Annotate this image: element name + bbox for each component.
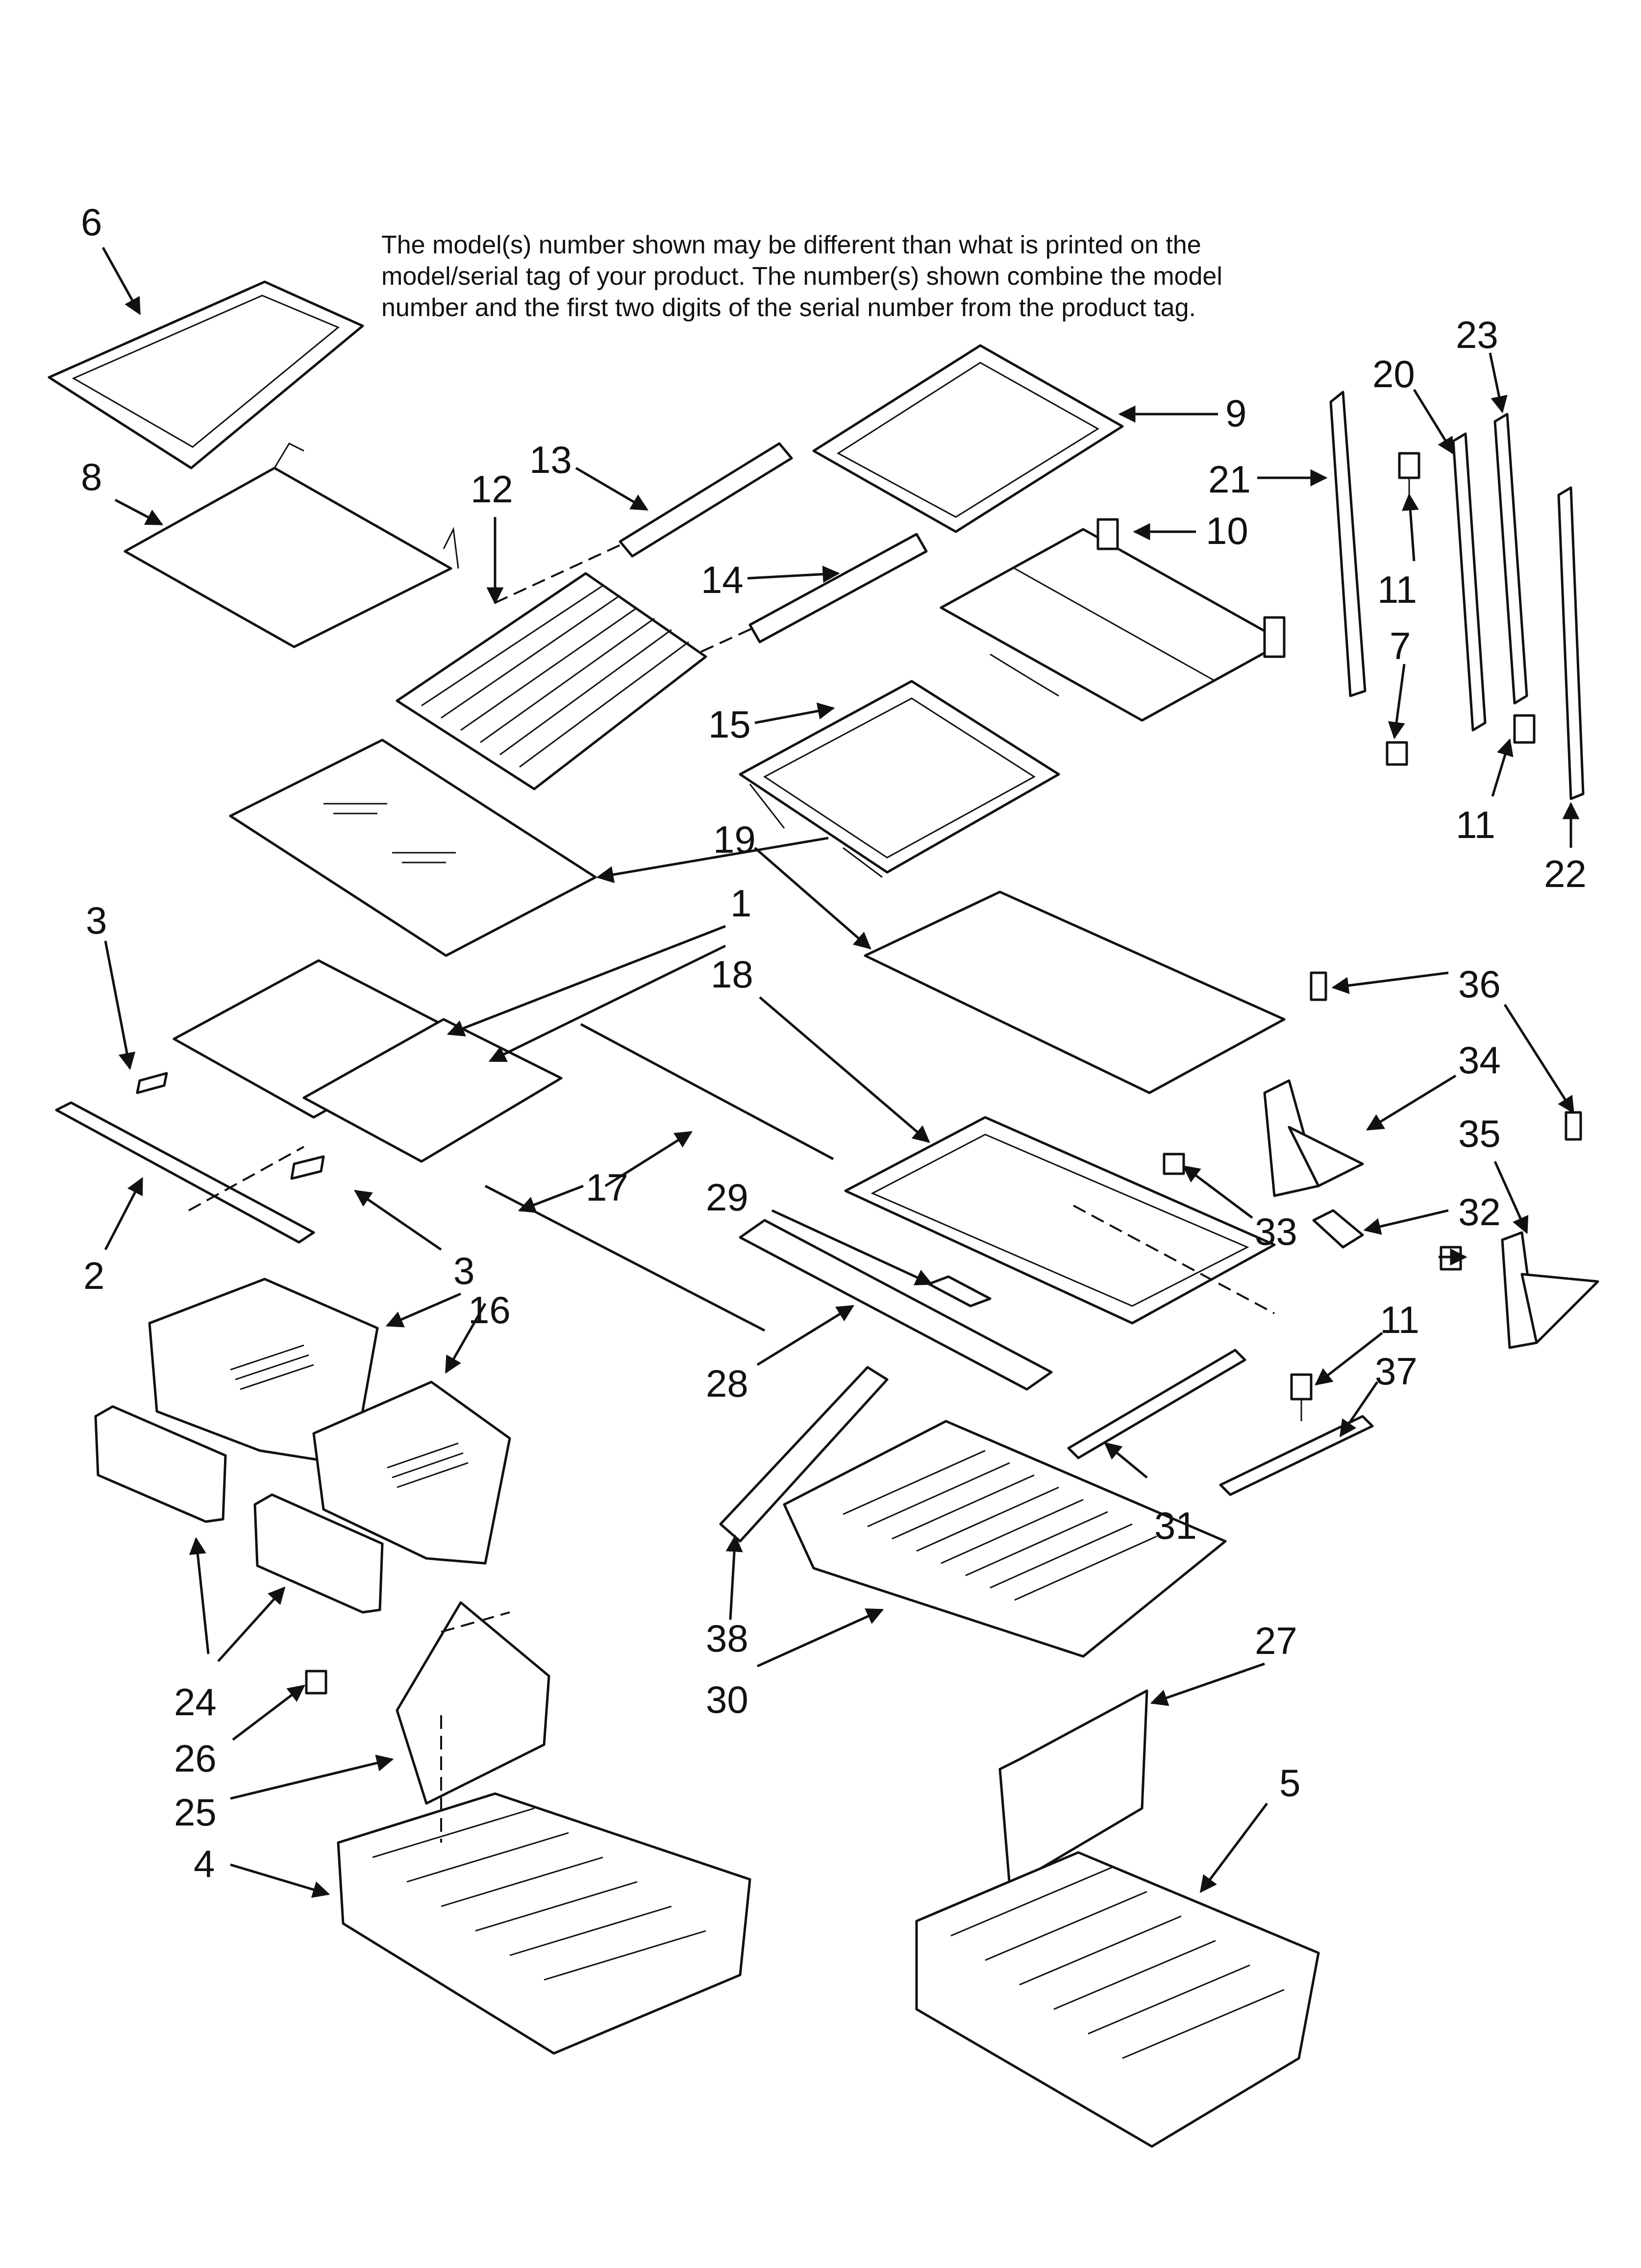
part-22-upright (1557, 486, 1585, 800)
part-36-clip-lower (1565, 1111, 1582, 1141)
callout-25: 25 (174, 1791, 217, 1834)
callout-22: 22 (1544, 852, 1587, 895)
callout-21: 21 (1208, 458, 1251, 501)
note-line-2: model/serial tag of your product. The nu… (381, 262, 1222, 291)
callout-11: 11 (1377, 568, 1417, 611)
part-27-divider (998, 1689, 1148, 1888)
note-line-3: number and the first two digits of the s… (381, 294, 1196, 322)
part-5-wire-basket (915, 1851, 1320, 2148)
part-1-crisper-cover (173, 959, 563, 1163)
callout-27: 27 (1255, 1619, 1297, 1662)
model-number-note: The model(s) number shown may be differe… (381, 229, 1460, 323)
part-24-handle-left (94, 1405, 227, 1523)
part-25-divider (396, 1601, 550, 1805)
callout-3: 3 (86, 899, 107, 942)
part-16-crisper-bin-right (312, 1381, 511, 1565)
callout-3: 3 (453, 1249, 474, 1292)
callout-5: 5 (1279, 1761, 1300, 1804)
callout-32: 32 (1458, 1190, 1501, 1233)
callout-31: 31 (1154, 1504, 1197, 1547)
part-34-bracket (1263, 1079, 1364, 1197)
leader-arrows (101, 247, 1580, 1898)
callout-18: 18 (711, 953, 753, 996)
callout-35: 35 (1458, 1112, 1501, 1155)
part-6-glass-shelf (48, 280, 364, 469)
part-12-wine-rack (396, 572, 707, 790)
part-10-shelf-frame (940, 518, 1286, 722)
part-11-screw-bottom (1290, 1373, 1313, 1421)
callout-28: 28 (706, 1362, 748, 1405)
callout-17: 17 (586, 1166, 628, 1209)
callout-2: 2 (83, 1254, 104, 1297)
part-19-glass-shelf-right (864, 890, 1286, 1094)
part-3-clip-right (290, 1155, 325, 1180)
part-20-upright (1452, 432, 1487, 732)
callout-23: 23 (1456, 313, 1498, 356)
callout-29: 29 (706, 1176, 748, 1219)
part-21-upright (1329, 391, 1367, 697)
callout-10: 10 (1206, 509, 1248, 552)
part-29-bracket (927, 1275, 992, 1307)
callout-4: 4 (194, 1842, 215, 1885)
part-15-shelf (739, 680, 1060, 878)
part-3-clip-left (136, 1072, 168, 1094)
part-9-shelf (812, 344, 1124, 533)
callout-19: 19 (713, 818, 756, 861)
part-32-clip (1312, 1209, 1364, 1249)
callout-34: 34 (1458, 1038, 1501, 1082)
part-23-upright (1493, 413, 1528, 705)
part-31-bracket (1067, 1349, 1246, 1459)
callout-33: 33 (1255, 1210, 1297, 1253)
callout-11: 11 (1456, 803, 1495, 846)
part-33-clip (1163, 1153, 1185, 1175)
part-18-crisper-cover-frame (844, 1116, 1276, 1325)
part-11-screw-lower (1513, 714, 1536, 744)
callout-1: 1 (730, 882, 751, 925)
callout-7: 7 (1390, 624, 1411, 667)
callout-11: 11 (1380, 1298, 1419, 1341)
callout-16: 16 (468, 1288, 511, 1331)
callout-38: 38 (706, 1617, 748, 1660)
part-8-shelf-frame (124, 443, 459, 648)
part-2-trim (55, 1101, 315, 1244)
callout-30: 30 (706, 1678, 748, 1721)
callout-12: 12 (471, 468, 513, 511)
callout-6: 6 (81, 200, 102, 244)
part-14-rail (748, 533, 928, 643)
callout-15: 15 (708, 703, 751, 746)
assembly-dashed-guides (188, 543, 1275, 1843)
part-7-screw (1386, 741, 1408, 766)
part-36-clip-upper (1310, 971, 1327, 1001)
callout-labels: 6 8 9 10 12 13 14 15 19 21 20 23 11 7 11… (81, 200, 1587, 1885)
callout-24: 24 (174, 1680, 217, 1724)
part-19-glass-shelf-left (229, 739, 597, 957)
part-30-freezer-drawer (783, 1420, 1227, 1658)
part-11-screw-upper (1398, 452, 1420, 495)
callout-13: 13 (529, 438, 572, 481)
part-35-bracket (1501, 1231, 1599, 1349)
part-24-handle-right (253, 1493, 384, 1614)
callout-8: 8 (81, 455, 102, 498)
part-28-trim (739, 1219, 1053, 1391)
note-line-1: The model(s) number shown may be differe… (381, 231, 1201, 259)
part-13-rail (619, 442, 793, 558)
callout-9: 9 (1225, 392, 1246, 435)
callout-20: 20 (1372, 352, 1415, 395)
callout-36: 36 (1458, 962, 1501, 1006)
part-4-wire-basket (337, 1792, 751, 2055)
callout-14: 14 (701, 558, 744, 601)
part-26-screw (305, 1670, 327, 1695)
part-37-bracket (1219, 1415, 1374, 1496)
callout-37: 37 (1375, 1350, 1417, 1393)
callout-26: 26 (174, 1737, 217, 1780)
